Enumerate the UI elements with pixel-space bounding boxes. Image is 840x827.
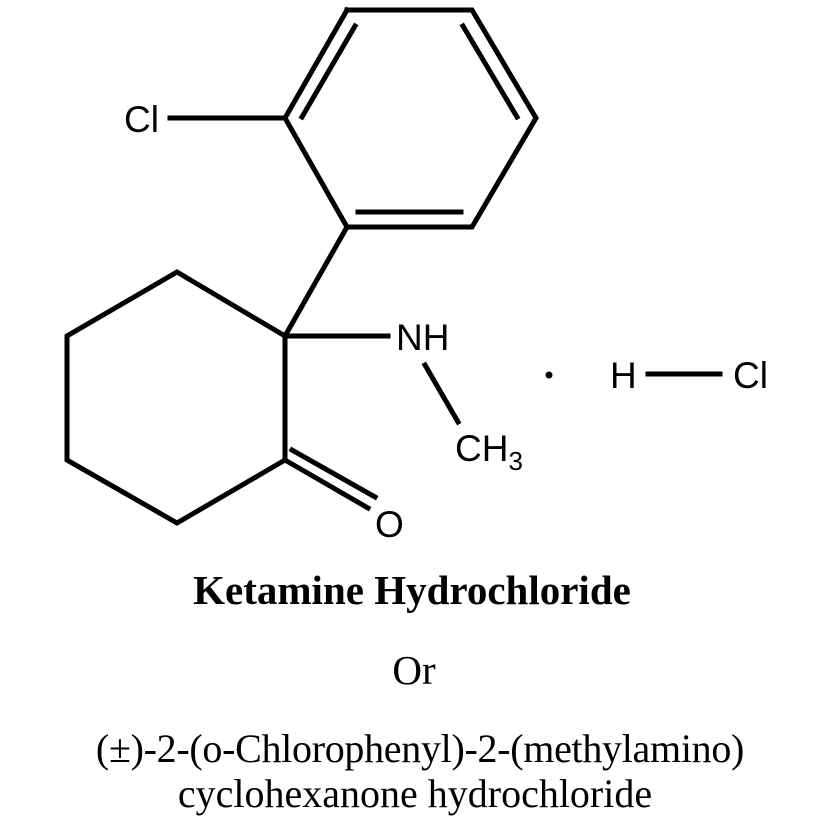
aryl-quaternary-bond xyxy=(281,223,351,340)
bond-lines xyxy=(64,6,723,526)
compound-name: Ketamine Hydrochloride xyxy=(193,567,631,613)
carbonyl-bond-2 xyxy=(288,446,379,501)
iupac-name-line-1: (±)-2-(o-Chlorophenyl)-2-(methylamino) xyxy=(95,726,745,771)
atom-methyl-ch: CH xyxy=(455,428,508,469)
n-methyl-bond xyxy=(421,361,462,426)
cyclohexane-ring xyxy=(64,269,289,526)
atom-methyl-subscript: 3 xyxy=(508,446,522,476)
atom-cl-substituent: Cl xyxy=(124,99,159,140)
iupac-name-line-2: cyclohexanone hydrochloride xyxy=(177,771,653,816)
benzene-double-bond-left xyxy=(298,22,359,121)
atom-nh: NH xyxy=(396,317,449,358)
ketamine-hydrochloride-structure: Cl NH CH3 O H Cl xyxy=(64,6,768,545)
atom-salt-cl: Cl xyxy=(733,355,768,396)
or-connector: Or xyxy=(392,647,436,693)
atom-salt-h: H xyxy=(610,355,637,396)
carbonyl-bond-1 xyxy=(281,456,372,512)
atom-methyl: CH3 xyxy=(455,428,523,476)
atom-oxygen: O xyxy=(375,504,404,545)
salt-dot xyxy=(545,371,553,379)
benzene-double-bond-right xyxy=(459,22,521,121)
benzene-ring xyxy=(282,6,539,230)
